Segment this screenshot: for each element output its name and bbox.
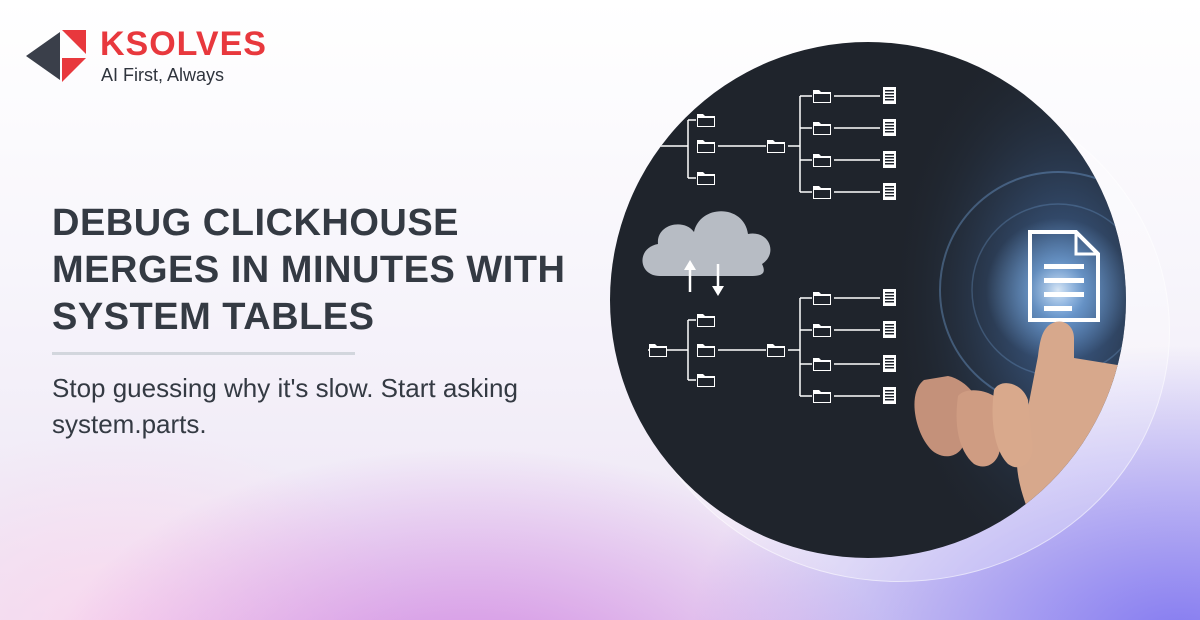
glowing-document-icon <box>1028 230 1100 322</box>
document-icon <box>883 151 896 168</box>
divider <box>52 352 355 355</box>
ksolves-logo-icon <box>26 30 86 82</box>
brand-tagline: AI First, Always <box>101 65 225 85</box>
subheadline: Stop guessing why it's slow. Start askin… <box>52 373 518 439</box>
cloud-icon <box>642 211 771 276</box>
document-icon <box>883 355 896 372</box>
hero-illustration <box>610 42 1126 558</box>
document-icon <box>883 387 896 404</box>
document-icon <box>883 87 896 104</box>
brand-name: KSOLVES <box>100 25 267 63</box>
document-icon <box>883 289 896 306</box>
brand-logo: KSOLVES AI First, Always <box>26 22 266 88</box>
document-icon <box>883 183 896 200</box>
document-icon <box>883 119 896 136</box>
document-icon <box>883 321 896 338</box>
headline: DEBUG CLICKHOUSE MERGES IN MINUTES WITH … <box>52 202 566 338</box>
